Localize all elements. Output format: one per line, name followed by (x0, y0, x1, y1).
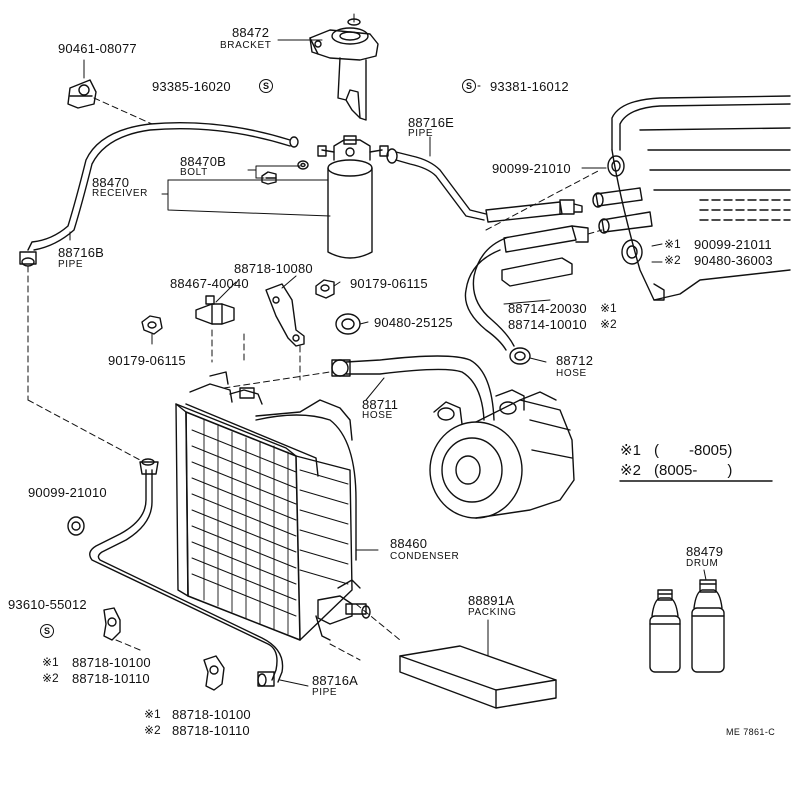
name-receiver: RECEIVER (92, 188, 148, 199)
packing-88891A-drawing (400, 646, 556, 708)
compressor-drawing (430, 390, 574, 518)
dashed-assembly-lines (28, 98, 602, 660)
small-parts-drawing (142, 280, 360, 346)
name-hose-11: HOSE (362, 410, 393, 421)
part-88712: 88712 (556, 353, 594, 368)
name-bracket: BRACKET (220, 40, 272, 51)
part-88718-10100-a: 88718-10100 (72, 655, 151, 670)
legend-range-1: ( -8005) (654, 442, 733, 459)
name-condenser: CONDENSER (390, 551, 460, 562)
name-packing: PACKING (468, 607, 517, 618)
clip-90461-drawing (68, 80, 96, 108)
part-88711: 88711 (362, 397, 399, 412)
name-hose-12: HOSE (556, 368, 587, 379)
mark-2-88718-a: ※2 (42, 671, 59, 685)
name-pipe-b: PIPE (58, 259, 84, 270)
part-90099-21010-left: 90099-21010 (28, 485, 107, 500)
part-88479: 88479 (686, 544, 724, 559)
part-90179-06115-top: 90179-06115 (350, 276, 428, 291)
part-88716A: 88716A (312, 673, 359, 688)
part-88716B: 88716B (58, 245, 105, 260)
hose-88711-drawing (332, 356, 494, 420)
bracket-88472-drawing (310, 14, 378, 120)
name-pipe-a: PIPE (312, 687, 338, 698)
part-88467-40040: 88467-40040 (170, 276, 249, 291)
part-88718-10080: 88718-10080 (234, 261, 313, 276)
part-90099-21011: 90099-21011 (694, 237, 772, 252)
mark-2-88718-b: ※2 (144, 723, 161, 737)
receiver-88470-drawing (318, 136, 388, 258)
part-88460: 88460 (390, 536, 428, 551)
part-88472: 88472 (232, 25, 270, 40)
part-88714-20030: 88714-20030 (508, 301, 587, 316)
mark-1-90099: ※1 (664, 237, 681, 251)
part-90480-36003: 90480-36003 (694, 253, 773, 268)
legend-mark-1: ※1 (620, 442, 641, 459)
pipe-88716E-drawing (387, 149, 582, 222)
legend-range-2: (8005- ) (654, 462, 733, 479)
bolt-88470B-drawing (262, 161, 308, 184)
name-drum: DRUM (686, 558, 719, 569)
s-mark-1: S (259, 79, 273, 93)
part-88470: 88470 (92, 175, 130, 190)
drums-88479-drawing (650, 580, 724, 672)
pipe-88716B-drawing (20, 123, 298, 266)
part-90461-08077: 90461-08077 (58, 41, 137, 56)
name-bolt: BOLT (180, 167, 208, 178)
mark-1-88714: ※1 (600, 301, 617, 315)
lower-left-parts-drawing (68, 517, 224, 690)
name-pipe-e: PIPE (408, 128, 434, 139)
s-mark-2: S (462, 79, 476, 93)
leader-lines (70, 40, 706, 686)
mark-1-88718-a: ※1 (42, 655, 59, 669)
part-93385-16020: 93385-16020 (152, 79, 231, 94)
mark-2-88714: ※2 (600, 317, 617, 331)
part-90480-25125: 90480-25125 (374, 315, 453, 330)
pipe-88716A-drawing (90, 459, 283, 686)
part-90179-06115-left: 90179-06115 (108, 353, 186, 368)
part-90099-21010-top: 90099-21010 (492, 161, 571, 176)
legend-mark-2: ※2 (620, 462, 641, 479)
part-88714-10010: 88714-10010 (508, 317, 587, 332)
part-88891A: 88891A (468, 593, 515, 608)
mark-1-88718-b: ※1 (144, 707, 161, 721)
hose-88714-drawing (465, 226, 588, 364)
diagram-code: ME 7861-C (726, 727, 776, 737)
s-mark-3: S (40, 624, 54, 638)
condenser-88460-drawing (176, 372, 370, 640)
engine-block-drawing (612, 96, 790, 300)
mark-2-90480: ※2 (664, 253, 681, 267)
part-88718-10110-a: 88718-10110 (72, 671, 150, 686)
part-88718-10100-b: 88718-10100 (172, 707, 251, 722)
fittings-right-drawing (593, 156, 652, 264)
part-93381-16012: 93381-16012 (490, 79, 569, 94)
part-93610-55012: 93610-55012 (8, 597, 87, 612)
part-88470B: 88470B (180, 154, 227, 169)
part-88716E: 88716E (408, 115, 455, 130)
part-88718-10110-b: 88718-10110 (172, 723, 250, 738)
